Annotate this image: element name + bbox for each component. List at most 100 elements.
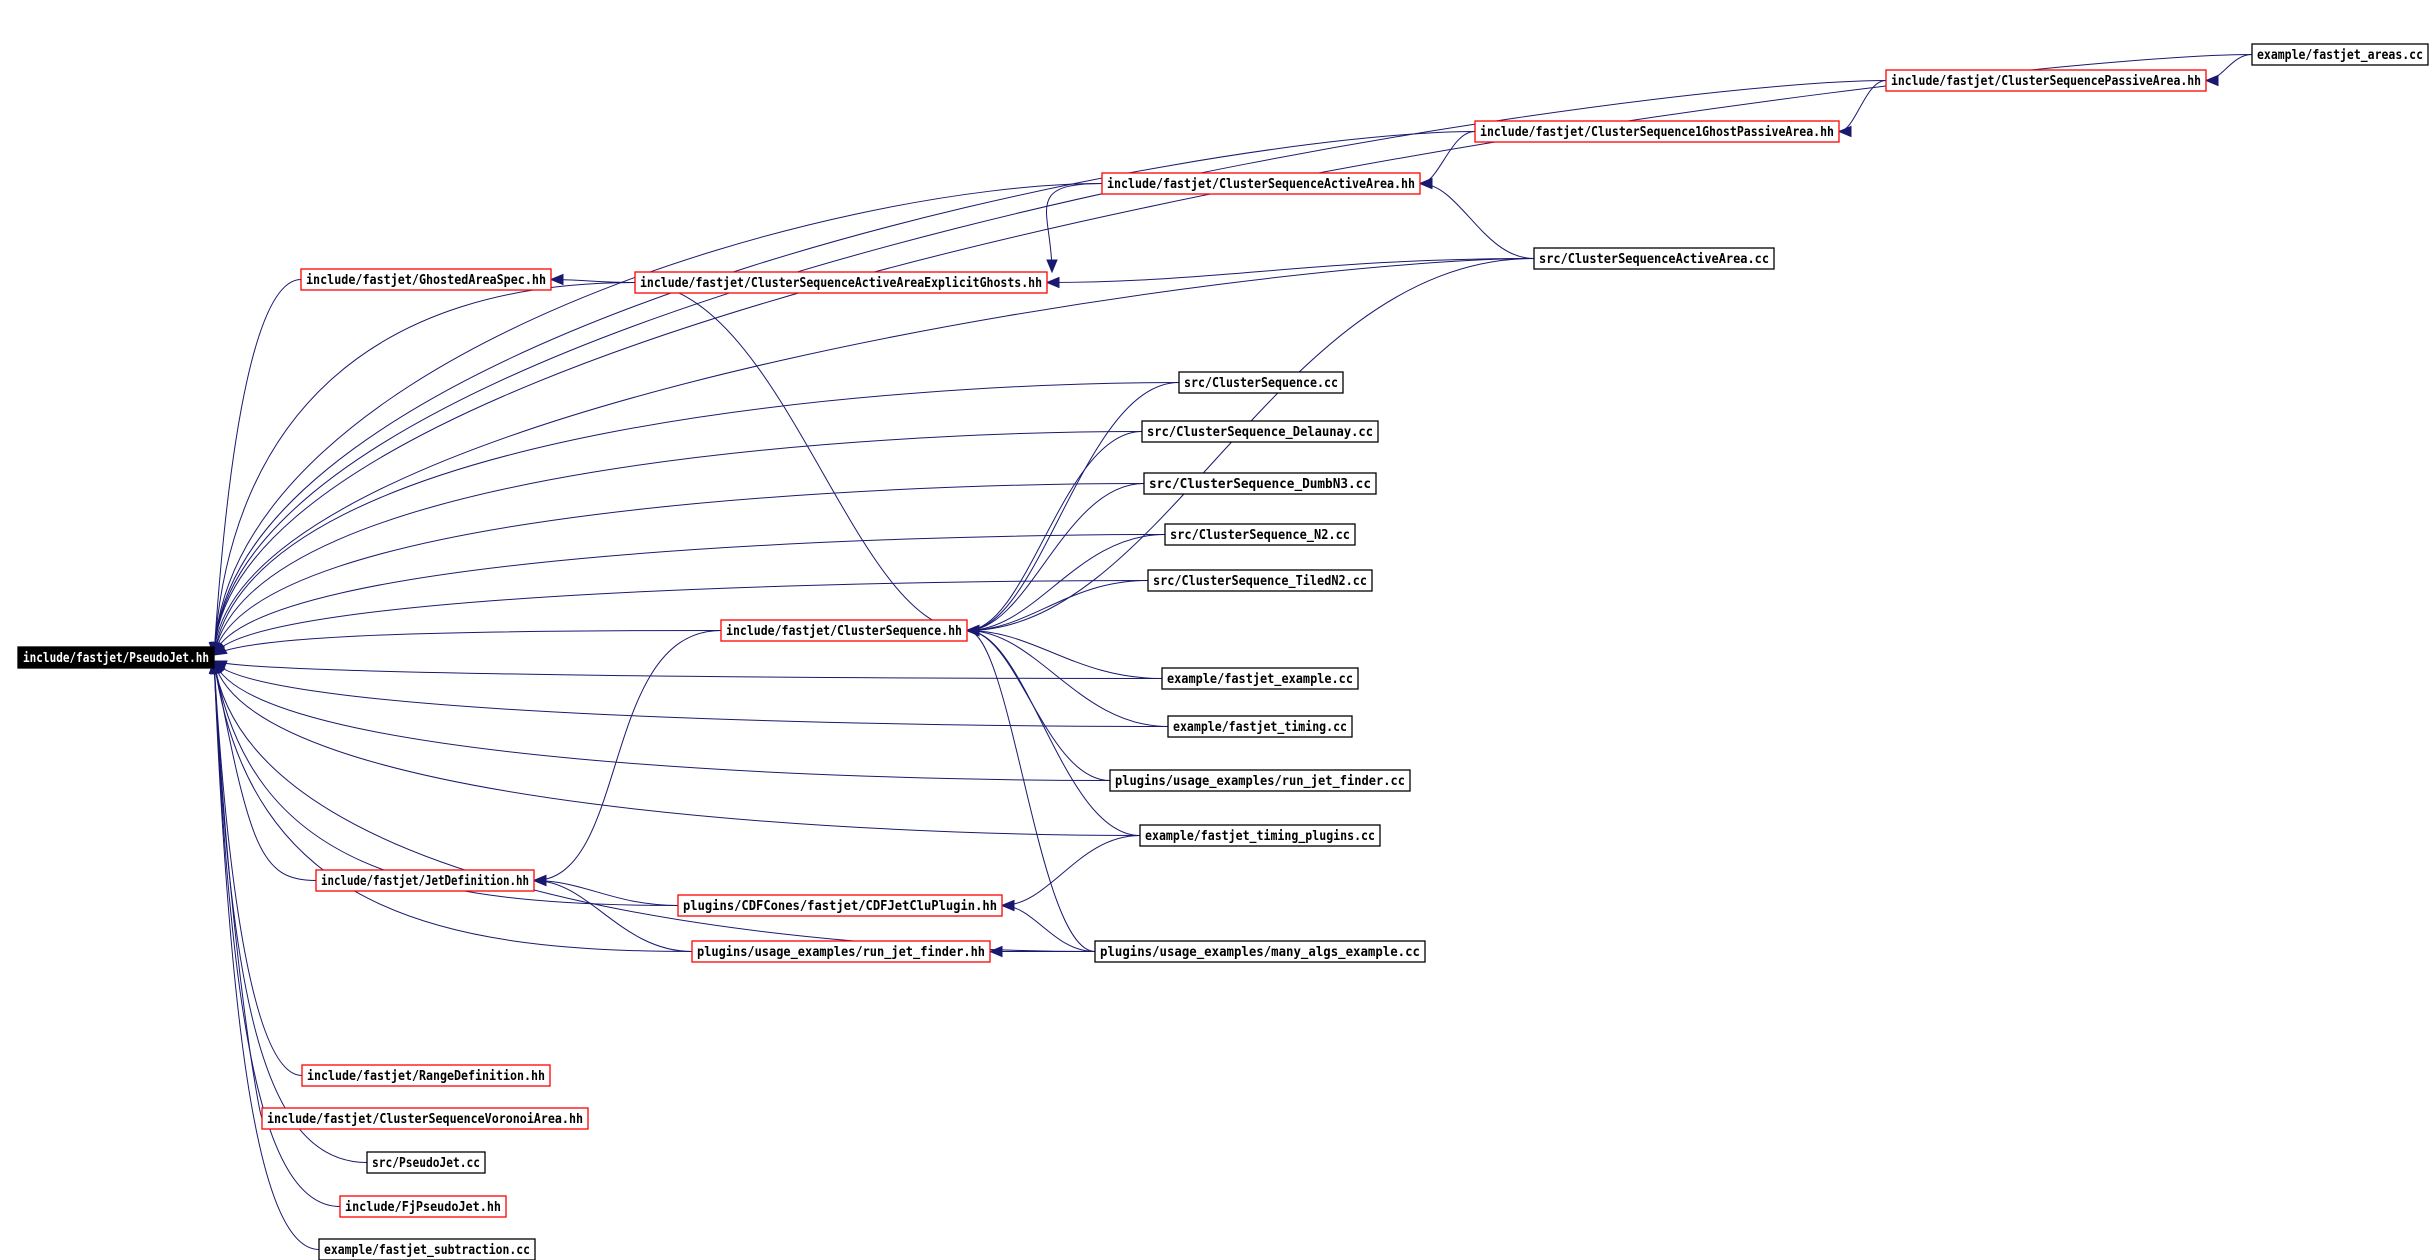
node-cs-voronoi-area-hh[interactable]: include/fastjet/ClusterSequenceVoronoiAr… — [261, 1107, 589, 1130]
edge-cs_passive_area_hh-to-pseudojet_hh — [213, 80, 1887, 656]
node-cs-active-area-cc[interactable]: src/ClusterSequenceActiveArea.cc — [1533, 247, 1775, 270]
node-cs-tiledn2-cc[interactable]: src/ClusterSequence_TiledN2.cc — [1147, 569, 1373, 592]
node-box — [1109, 769, 1411, 792]
node-box — [1094, 940, 1426, 963]
node-cs-cc[interactable]: src/ClusterSequence.cc — [1178, 371, 1344, 394]
edge-jet_definition_hh-to-pseudojet_hh — [213, 660, 317, 881]
node-label: include/FjPseudoJet.hh — [345, 1200, 501, 1215]
edge-fastjet_timing_plugins_cc-to-cdf_jetclu_plugin_hh — [1001, 835, 1141, 906]
edge-arrowhead-9 — [1045, 276, 1060, 289]
edge-fastjet_timing_plugins_cc-to-pseudojet_hh — [213, 660, 1141, 836]
graph-edges — [208, 54, 2253, 1250]
edge-arrowhead-43 — [1000, 899, 1015, 912]
node-ghosted-area-spec-hh[interactable]: include/fastjet/GhostedAreaSpec.hh — [300, 268, 552, 291]
node-label: include/fastjet/PseudoJet.hh — [23, 651, 209, 666]
edge-arrowhead-11 — [1046, 259, 1058, 274]
edge-fastjet_example_cc-to-pseudojet_hh — [213, 660, 1163, 679]
node-label: include/fastjet/ClusterSequenceActiveAre… — [640, 276, 1042, 291]
node-box — [1533, 247, 1775, 270]
edge-cs_cc-to-cs_hh — [966, 382, 1180, 631]
edge-arrowhead-3 — [1837, 125, 1852, 138]
node-box — [1147, 569, 1373, 592]
edge-cs_hh-to-pseudojet_hh — [213, 630, 722, 656]
edge-cs_n2_cc-to-cs_hh — [966, 534, 1166, 631]
node-box — [300, 268, 552, 291]
graph-nodes: include/fastjet/PseudoJet.hh example/fast… — [17, 43, 2429, 1260]
node-cs-delaunay-cc[interactable]: src/ClusterSequence_Delaunay.cc — [1141, 420, 1379, 443]
node-box — [318, 1238, 536, 1260]
node-cdf-jetclu-plugin-hh[interactable]: plugins/CDFCones/fastjet/CDFJetCluPlugin… — [677, 894, 1003, 917]
node-label: src/ClusterSequenceActiveArea.cc — [1539, 252, 1769, 267]
node-fastjet-areas-cc[interactable]: example/fastjet_areas.cc — [2251, 43, 2429, 66]
node-label: include/fastjet/ClusterSequence1GhostPas… — [1480, 125, 1834, 140]
edge-arrowhead-26 — [212, 643, 228, 656]
node-label: include/fastjet/ClusterSequence.hh — [726, 624, 962, 639]
edge-cs_active_area_cc-to-cs_explicit_ghosts_hh — [1046, 258, 1535, 283]
node-label: include/fastjet/ClusterSequenceActiveAre… — [1107, 177, 1415, 192]
edge-arrowhead-12 — [549, 273, 564, 286]
node-label: include/fastjet/RangeDefinition.hh — [307, 1069, 545, 1084]
edge-cs_dumbn3_cc-to-cs_hh — [966, 483, 1145, 631]
edge-cs_active_area_cc-to-cs_hh — [966, 258, 1535, 631]
edge-ghosted_area_spec_hh-to-pseudojet_hh — [213, 279, 302, 656]
node-box — [1161, 667, 1359, 690]
node-box — [1139, 824, 1381, 847]
node-fastjet-timing-plugins-cc[interactable]: example/fastjet_timing_plugins.cc — [1139, 824, 1381, 847]
node-label: plugins/usage_examples/run_jet_finder.hh — [697, 945, 985, 960]
edge-cs_tiledn2_cc-to-pseudojet_hh — [213, 580, 1149, 656]
node-label: src/ClusterSequence_TiledN2.cc — [1153, 574, 1367, 589]
node-jet-definition-hh[interactable]: include/fastjet/JetDefinition.hh — [315, 869, 535, 892]
node-fastjet-subtraction-cc[interactable]: example/fastjet_subtraction.cc — [318, 1238, 536, 1260]
node-run-jet-finder-cc[interactable]: plugins/usage_examples/run_jet_finder.cc — [1109, 769, 1411, 792]
node-box — [1164, 523, 1356, 546]
node-cs-passive-area-hh[interactable]: include/fastjet/ClusterSequencePassiveAr… — [1885, 69, 2207, 92]
edge-cs_1ghost_passive_hh-to-pseudojet_hh — [213, 131, 1476, 656]
edge-arrowhead-42 — [988, 945, 1003, 958]
node-label: include/fastjet/ClusterSequenceVoronoiAr… — [267, 1112, 583, 1127]
edge-cs_active_area_hh-to-pseudojet_hh — [213, 183, 1103, 656]
edge-fastjet_example_cc-to-cs_hh — [966, 630, 1163, 679]
node-box — [315, 869, 535, 892]
node-cs-hh[interactable]: include/fastjet/ClusterSequence.hh — [720, 619, 968, 642]
node-pseudojet-cc[interactable]: src/PseudoJet.cc — [366, 1151, 486, 1174]
edge-cs_tiledn2_cc-to-cs_hh — [966, 580, 1149, 631]
node-label: example/fastjet_example.cc — [1167, 672, 1353, 687]
node-fastjet-example-cc[interactable]: example/fastjet_example.cc — [1161, 667, 1359, 690]
node-box — [1885, 69, 2207, 92]
node-box — [366, 1151, 486, 1174]
node-cs-explicit-ghosts-hh[interactable]: include/fastjet/ClusterSequenceActiveAre… — [634, 271, 1048, 294]
edge-cs_dumbn3_cc-to-pseudojet_hh — [213, 483, 1145, 656]
node-label: example/fastjet_areas.cc — [2257, 48, 2423, 63]
edge-arrowhead-40 — [532, 874, 547, 887]
edge-cs_cc-to-pseudojet_hh — [213, 382, 1180, 656]
node-cs-n2-cc[interactable]: src/ClusterSequence_N2.cc — [1164, 523, 1356, 546]
node-cs-active-area-hh[interactable]: include/fastjet/ClusterSequenceActiveAre… — [1101, 172, 1421, 195]
node-fjpseudojet-hh[interactable]: include/FjPseudoJet.hh — [339, 1195, 507, 1218]
node-label: include/fastjet/GhostedAreaSpec.hh — [306, 273, 546, 288]
node-cs-dumbn3-cc[interactable]: src/ClusterSequence_DumbN3.cc — [1143, 472, 1377, 495]
node-label: plugins/usage_examples/run_jet_finder.cc — [1115, 774, 1405, 789]
node-label: plugins/usage_examples/many_algs_example… — [1100, 945, 1420, 960]
node-fastjet-timing-cc[interactable]: example/fastjet_timing.cc — [1167, 715, 1353, 738]
edge-cs_passive_area_hh-to-cs_1ghost_passive_hh — [1838, 80, 1887, 132]
edge-fastjet_timing_cc-to-cs_hh — [966, 630, 1169, 727]
node-box — [1474, 120, 1840, 143]
node-label: example/fastjet_timing.cc — [1173, 720, 1347, 735]
node-cs-1ghost-passive-hh[interactable]: include/fastjet/ClusterSequence1GhostPas… — [1474, 120, 1840, 143]
edge-fastjet_timing_plugins_cc-to-cs_hh — [966, 630, 1141, 836]
edge-cs_n2_cc-to-pseudojet_hh — [213, 534, 1166, 656]
edge-cs_active_area_cc-to-cs_active_area_hh — [1419, 183, 1535, 259]
edge-fastjet_areas_cc-to-pseudojet_hh — [213, 54, 2253, 656]
node-pseudojet-hh[interactable]: include/fastjet/PseudoJet.hh — [17, 646, 215, 669]
node-label: src/ClusterSequence.cc — [1184, 376, 1338, 391]
node-run-jet-finder-hh[interactable]: plugins/usage_examples/run_jet_finder.hh — [691, 940, 991, 963]
node-box — [1141, 420, 1379, 443]
node-label: src/ClusterSequence_Delaunay.cc — [1147, 425, 1373, 440]
edge-cs_delaunay_cc-to-cs_hh — [966, 431, 1143, 631]
node-range-definition-hh[interactable]: include/fastjet/RangeDefinition.hh — [301, 1064, 551, 1087]
node-many-algs-example-cc[interactable]: plugins/usage_examples/many_algs_example… — [1094, 940, 1426, 963]
edge-cs_voronoi_area_hh-to-pseudojet_hh — [213, 660, 263, 1119]
edge-run_jet_finder_cc-to-pseudojet_hh — [213, 660, 1111, 781]
edge-cdf_jetclu_plugin_hh-to-pseudojet_hh — [213, 660, 679, 906]
